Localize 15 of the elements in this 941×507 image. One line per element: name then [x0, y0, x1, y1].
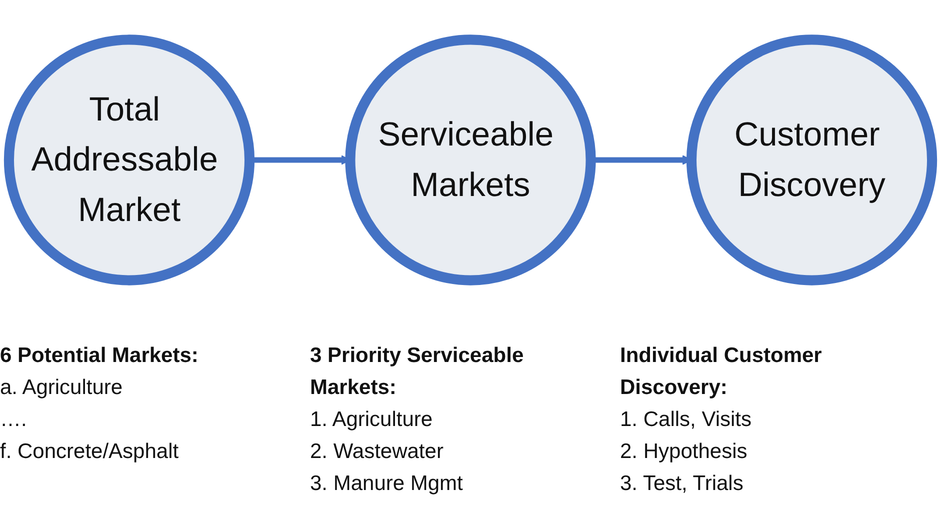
column-heading: 6 Potential Markets:	[0, 343, 200, 369]
column-heading: Individual Customer Discovery:	[620, 343, 823, 401]
list-item: 3. Test, Trials	[620, 471, 744, 497]
list-item: 2. Hypothesis	[620, 439, 748, 465]
column-heading: 3 Priority Serviceable Markets:	[310, 343, 525, 401]
list-item: ….	[0, 407, 28, 433]
list-item: 2. Wastewater	[310, 439, 444, 465]
node-circle: Customer Discovery	[686, 34, 938, 286]
list-item: 1. Agriculture	[310, 407, 434, 433]
list-item: f. Concrete/Asphalt	[0, 439, 180, 465]
list-item: 3. Manure Mgmt	[310, 471, 464, 497]
list-item: a. Agriculture	[0, 375, 124, 401]
list-item: 1. Calls, Visits	[620, 407, 752, 433]
node-circle: Serviceable Markets	[345, 34, 596, 286]
node-circle: Total Addressable Market	[4, 34, 255, 286]
